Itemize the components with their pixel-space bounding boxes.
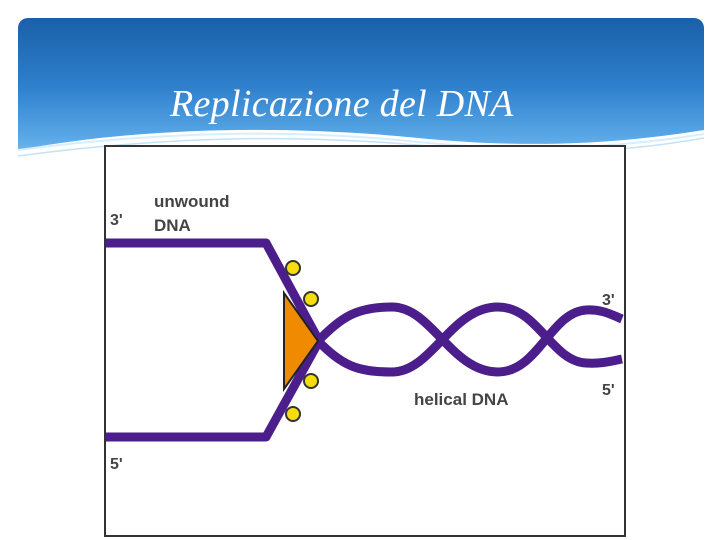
helix-strand-b [314,302,623,377]
helix-strand-a [314,302,624,377]
binding-protein-1 [285,260,301,276]
end-label-bottom-left: 5' [110,456,123,473]
binding-protein-2 [303,291,319,307]
slide-title: Replicazione del DNA [170,83,514,125]
binding-protein-4 [285,406,301,422]
end-label-bottom-right: 5' [602,382,615,399]
binding-protein-3 [303,373,319,389]
dna-replication-figure: unwound DNA 3' 5' helical DNA 3' 5' [104,145,626,537]
label-unwound-line1: unwound [154,192,230,211]
replication-fork-diagram: unwound DNA 3' 5' helical DNA 3' 5' [106,192,624,473]
lower-unwound-strand [106,340,322,442]
label-unwound-line2: DNA [154,216,191,235]
upper-unwound-strand [106,238,322,342]
end-label-top-right: 3' [602,292,615,309]
helicase-triangle [283,289,320,393]
end-label-top-left: 3' [110,212,123,229]
label-helical-dna: helical DNA [414,390,508,409]
